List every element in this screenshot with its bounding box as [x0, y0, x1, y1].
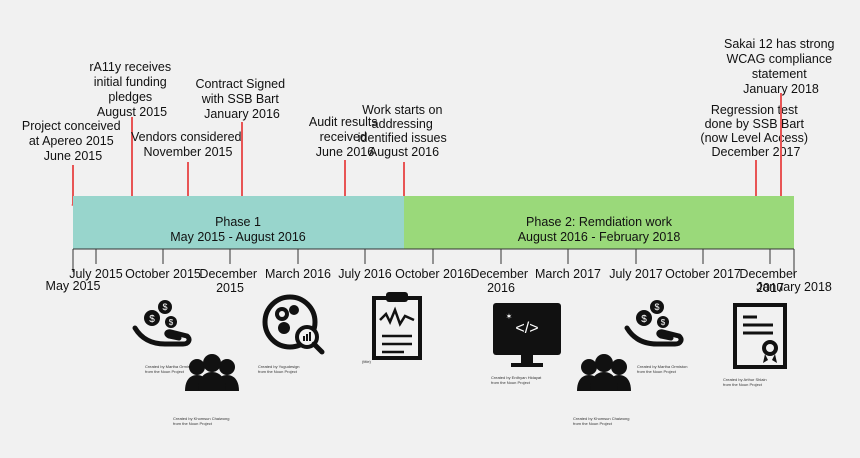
phase-2: Phase 2: Remdiation work August 2016 - F…: [404, 196, 794, 249]
gears-analysis-icon: [262, 294, 325, 355]
svg-text:$: $: [654, 302, 659, 312]
event-6-label: Work starts on addressing identified iss…: [358, 103, 450, 159]
phase-1-bar: [73, 196, 404, 249]
event-8-label: Sakai 12 has strong WCAG compliance stat…: [724, 37, 838, 96]
code-monitor-icon: </> ✶: [493, 303, 561, 367]
event-5-label: Audit results received June 2016: [309, 115, 381, 159]
svg-text:$: $: [641, 314, 647, 325]
tick-label-may-2015: May 2015: [46, 279, 101, 293]
svg-text:$: $: [661, 318, 666, 327]
event-3: Vendors considered November 2015: [131, 130, 245, 210]
tick-label-mar-2016: March 2016: [265, 267, 331, 281]
event-5: Audit results received June 2016: [309, 115, 381, 210]
tick-label-oct-2016: October 2016: [395, 267, 471, 281]
people-group-credit-2: Created by Khomsun Chaiwong from the Nou…: [573, 416, 631, 426]
event-2: rA11y receives initial funding pledges A…: [89, 60, 174, 210]
event-2-label: rA11y receives initial funding pledges A…: [89, 60, 174, 119]
money-hand-credit-2: Created by Martha Ormiston from the Noun…: [637, 364, 689, 374]
certificate-icon: [733, 303, 787, 369]
tick-label-dec-2017: December 2017: [739, 267, 800, 295]
phase-2-title: Phase 2: Remdiation work: [526, 215, 673, 229]
time-axis: [72, 248, 795, 276]
phase-2-dates: August 2016 - February 2018: [518, 230, 681, 244]
tick-labels: May 2015 July 2015 October 2015 December…: [46, 267, 832, 295]
event-3-label: Vendors considered November 2015: [131, 130, 245, 159]
people-group-icon-2: [577, 354, 631, 391]
tick-label-jul-2017: July 2017: [609, 267, 663, 281]
tick-label-oct-2017: October 2017: [665, 267, 741, 281]
svg-text:$: $: [162, 302, 167, 312]
event-4: Contract Signed with SSB Bart January 20…: [195, 77, 288, 210]
tick-label-dec-2016: December 2016: [470, 267, 531, 295]
tick-label-jul-2016: July 2016: [338, 267, 392, 281]
tick-label-mar-2017: March 2017: [535, 267, 601, 281]
gears-analysis-credit: Created by Yugudesign from the Noun Proj…: [258, 364, 301, 374]
report-clipboard-credit: (title): [362, 359, 372, 364]
code-monitor-credit: Created by Erdhyan Hidayat from the Noun…: [491, 375, 542, 385]
svg-text:</>: </>: [515, 320, 538, 337]
money-hand-credit: Created by Martha Ormiston from the Noun…: [145, 364, 197, 374]
money-hand-icon-2: $ $ $: [624, 300, 684, 347]
svg-text:$: $: [169, 318, 174, 327]
people-group-icon: [185, 354, 239, 391]
svg-text:✶: ✶: [506, 312, 513, 321]
phase-1-dates: May 2015 - August 2016: [170, 230, 306, 244]
money-hand-icon: $ $ $: [132, 300, 192, 347]
event-1-label: Project conceived at Apereo 2015 June 20…: [22, 119, 124, 163]
event-6: Work starts on addressing identified iss…: [358, 103, 450, 210]
tick-label-jan-2018: January 2018: [756, 280, 832, 294]
tick-label-oct-2015: October 2015: [125, 267, 201, 281]
phase-1-title: Phase 1: [215, 215, 261, 229]
event-1: Project conceived at Apereo 2015 June 20…: [22, 119, 124, 210]
people-group-credit: Created by Khomsun Chaiwong from the Nou…: [173, 416, 231, 426]
event-7: Regression test done by SSB Bart (now Le…: [700, 103, 811, 210]
event-4-label: Contract Signed with SSB Bart January 20…: [195, 77, 288, 121]
event-8: Sakai 12 has strong WCAG compliance stat…: [724, 37, 838, 210]
phase-2-bar: [404, 196, 794, 249]
certificate-credit: Created by Arthur Shlain from the Noun P…: [723, 377, 768, 387]
phase-1: Phase 1 May 2015 - August 2016: [73, 196, 404, 249]
tick-label-dec-2015: December 2015: [199, 267, 260, 295]
report-clipboard-icon: [372, 292, 422, 360]
event-7-label: Regression test done by SSB Bart (now Le…: [700, 103, 811, 159]
tick-label-jul-2015: July 2015: [69, 267, 123, 281]
svg-text:$: $: [149, 314, 155, 325]
